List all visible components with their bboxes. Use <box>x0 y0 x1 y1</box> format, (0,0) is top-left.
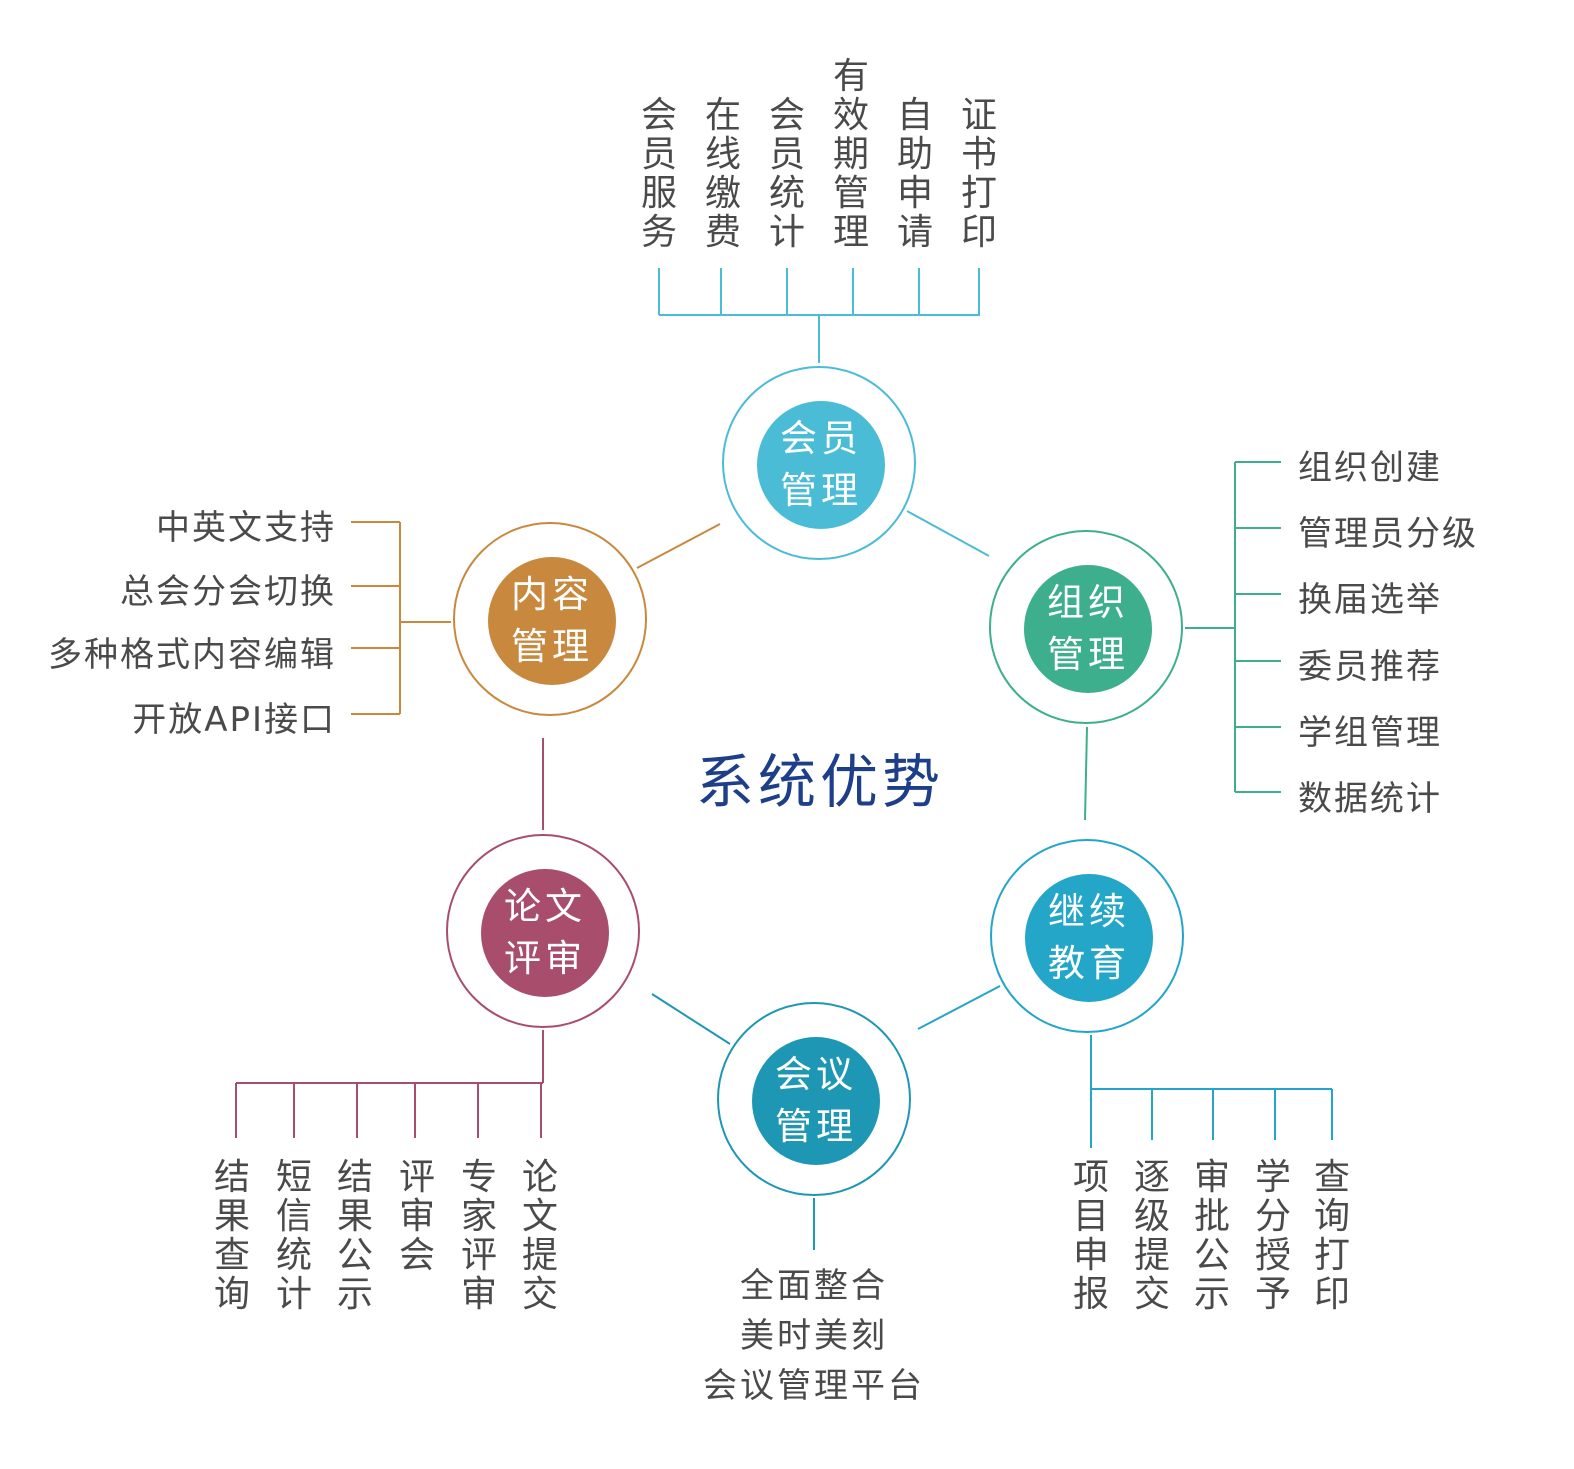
node-label: 内容 <box>511 573 593 616</box>
paper-item: 论文提交 <box>521 1157 558 1315</box>
node-label: 管理 <box>775 1105 857 1148</box>
node-content: 内容管理 <box>453 522 647 716</box>
content-item: 总会分会切换 <box>120 572 336 612</box>
member-item: 会员服务 <box>640 95 677 253</box>
diagram-title: 系统优势 <box>695 748 944 816</box>
node-label: 会员 <box>780 417 862 460</box>
node-label: 教育 <box>1048 942 1130 985</box>
org-item: 组织创建 <box>1298 448 1442 488</box>
content-branches <box>351 521 721 715</box>
edu-item: 审批公示 <box>1193 1157 1230 1315</box>
member-item: 在线缴费 <box>704 95 741 253</box>
member-item: 会员统计 <box>768 95 805 253</box>
member-branches <box>658 268 990 557</box>
node-label: 会议 <box>775 1053 857 1096</box>
paper-item: 结果查询 <box>213 1157 250 1315</box>
content-item: 多种格式内容编辑 <box>48 635 336 675</box>
node-member: 会员管理 <box>722 366 916 560</box>
edu-item: 查询打印 <box>1313 1157 1350 1315</box>
org-item: 学组管理 <box>1298 713 1442 753</box>
node-label: 管理 <box>511 625 593 668</box>
member-item: 有效期管理 <box>832 56 869 253</box>
meeting-branches <box>651 993 815 1250</box>
node-org: 组织管理 <box>989 530 1183 724</box>
edu-item: 逐级提交 <box>1133 1157 1170 1315</box>
paper-item: 短信统计 <box>275 1157 312 1315</box>
node-label: 组织 <box>1047 581 1129 624</box>
node-label: 管理 <box>780 469 862 512</box>
member-item: 自助申请 <box>896 95 933 253</box>
paper-branches <box>235 738 544 1138</box>
node-paper: 论文评审 <box>446 834 640 1028</box>
content-item: 开放API接口 <box>132 700 336 740</box>
paper-item: 结果公示 <box>336 1157 373 1315</box>
meeting-item: 美时美刻 <box>740 1316 888 1356</box>
edu-item: 学分授予 <box>1254 1157 1291 1315</box>
org-item: 数据统计 <box>1298 779 1442 819</box>
org-item: 委员推荐 <box>1298 647 1442 687</box>
paper-item: 专家评审 <box>460 1157 497 1315</box>
node-label: 继续 <box>1048 890 1130 933</box>
node-meeting: 会议管理 <box>717 1002 911 1196</box>
member-item: 证书打印 <box>960 95 997 253</box>
org-branches <box>1084 461 1281 821</box>
node-edu: 继续教育 <box>990 839 1184 1033</box>
meeting-item: 全面整合 <box>740 1266 888 1306</box>
org-item: 管理员分级 <box>1298 514 1478 554</box>
node-label: 管理 <box>1047 633 1129 676</box>
node-label: 评审 <box>504 937 586 980</box>
content-item: 中英文支持 <box>156 508 336 548</box>
edu-item: 项目申报 <box>1072 1157 1109 1315</box>
org-item: 换届选举 <box>1298 580 1442 620</box>
meeting-item: 会议管理平台 <box>703 1366 925 1406</box>
node-label: 论文 <box>504 885 586 928</box>
edu-branches <box>917 985 1333 1148</box>
paper-item: 评审会 <box>398 1157 435 1276</box>
